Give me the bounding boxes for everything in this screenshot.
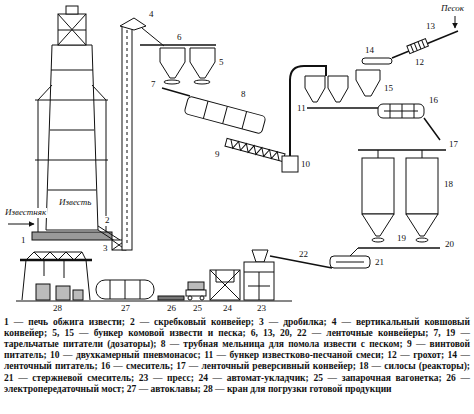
elevator-chain (127, 30, 128, 246)
limestone-arrow (8, 224, 34, 225)
belt-feeder (362, 58, 392, 64)
rod-mixer (330, 256, 370, 268)
brick-stack (56, 286, 70, 300)
pneumatic-pipe (290, 66, 326, 156)
callout-number: 18 (443, 180, 454, 190)
reversing-conveyor (358, 118, 446, 150)
mixer-16 (378, 104, 424, 118)
callout-number: 8 (240, 90, 247, 100)
collecting-conveyor (305, 107, 378, 109)
kiln-shaft (46, 45, 98, 230)
kiln-top-hatch (58, 14, 86, 45)
callout-number: 10 (300, 160, 311, 170)
material-label: Песок (440, 4, 465, 14)
transfer-chute (350, 248, 358, 256)
autoclave (96, 280, 154, 299)
autoloader-frame (210, 270, 240, 300)
bunker-5 (190, 48, 215, 78)
transfer-bridge (158, 296, 184, 300)
mixer-detail (384, 104, 418, 118)
ground-line (16, 301, 292, 302)
silo (406, 158, 438, 214)
material-label: Известь (58, 198, 92, 208)
disc-feeder (372, 238, 384, 242)
callout-number: 3 (102, 244, 109, 254)
bunker-11 (328, 76, 348, 102)
disc-feeder (194, 80, 210, 84)
kiln-chimney (66, 6, 78, 14)
steam-cart (186, 290, 206, 296)
feed-conveyor (162, 88, 190, 96)
callout-number: 12 (414, 58, 425, 68)
callout-number: 20 (444, 240, 455, 250)
wheel (200, 296, 204, 300)
press (244, 262, 274, 300)
brick-stack (188, 282, 204, 290)
figure-caption: 1 — печь обжига извести; 2 — скребковый … (4, 317, 470, 395)
wheel (188, 296, 192, 300)
brick-stack (36, 284, 50, 300)
disc-feeder (164, 80, 180, 84)
kiln-top (58, 14, 86, 45)
screen (407, 39, 429, 54)
autoclave-bands (110, 280, 140, 299)
conveyor-6 (140, 44, 216, 46)
crane-truss (22, 252, 90, 300)
tube-mill-bands (203, 101, 246, 129)
conveyor-13 (392, 31, 458, 58)
bucket-elevator (122, 26, 132, 250)
autoloader (210, 270, 240, 300)
callout-number: 27 (120, 304, 131, 314)
callout-number: 11 (296, 104, 307, 114)
callout-number: 9 (214, 150, 221, 160)
material-label: Известняк (4, 208, 47, 218)
callout-number: 28 (52, 304, 63, 314)
screw-thread (229, 139, 281, 160)
bunker-5 (160, 48, 185, 78)
callout-number: 15 (383, 84, 394, 94)
callout-number: 5 (218, 58, 225, 68)
callout-number: 23 (256, 304, 267, 314)
callout-number: 6 (176, 33, 183, 43)
brick-stack (73, 290, 83, 300)
silo-inlet (378, 150, 422, 158)
crane-beam (20, 259, 92, 262)
tube-mill (184, 96, 266, 134)
elevator-chute (142, 28, 164, 46)
sand-arrow (455, 16, 456, 28)
silo-cone (362, 214, 394, 236)
bunker-15 (356, 70, 380, 96)
callout-number: 1 (20, 236, 27, 246)
rod-mixer-shaft (336, 262, 364, 263)
press-detail (244, 272, 274, 300)
callout-number: 2 (104, 216, 111, 226)
press-hopper (252, 250, 268, 262)
callout-number: 26 (166, 304, 177, 314)
callout-number: 24 (222, 304, 233, 314)
kiln-bands (48, 70, 96, 190)
callout-number: 21 (374, 258, 385, 268)
bunker-11 (305, 76, 325, 102)
callout-number: 19 (396, 234, 407, 244)
callout-number: 16 (428, 96, 439, 106)
kiln-base (32, 232, 112, 240)
disc-feeder (416, 238, 428, 242)
callout-number: 17 (448, 140, 459, 150)
screw-feeder (225, 138, 285, 161)
silo-cone (406, 214, 438, 236)
callout-number: 13 (425, 22, 436, 32)
screen-mesh (411, 40, 425, 52)
crane-hooks (44, 260, 64, 278)
silo (362, 158, 394, 214)
callout-number: 7 (150, 80, 157, 90)
conveyor-20 (358, 247, 440, 249)
callout-number: 4 (148, 10, 155, 20)
callout-number: 25 (192, 304, 203, 314)
callout-number: 14 (364, 46, 375, 56)
callout-number: 22 (298, 250, 309, 260)
pneumatic-pump (282, 156, 298, 172)
